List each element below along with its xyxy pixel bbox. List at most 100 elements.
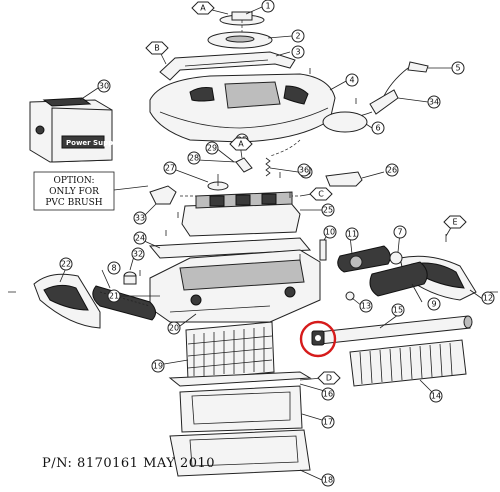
callout-8: 8 (107, 261, 121, 275)
callout-letter-b: B (145, 41, 169, 55)
part-18-basket-bottom (169, 429, 311, 477)
svg-text:E: E (452, 218, 457, 227)
svg-text:36: 36 (299, 166, 309, 175)
callout-20: 20 (167, 321, 181, 335)
part-22-side-panel-left (33, 273, 101, 329)
part-6-gasket (322, 111, 368, 133)
svg-text:7: 7 (397, 228, 402, 237)
svg-text:16: 16 (323, 390, 333, 399)
option-note-line-2: ONLY FOR (49, 187, 99, 197)
svg-text:25: 25 (323, 206, 333, 215)
part-28-motor-spring (235, 157, 253, 173)
callout-letter-a-mid: A (229, 137, 253, 151)
svg-text:4: 4 (349, 76, 354, 85)
svg-text:12: 12 (483, 294, 493, 303)
callout-17: 17 (321, 415, 335, 429)
svg-text:1: 1 (265, 2, 270, 11)
option-note-line-1: OPTION: (54, 176, 95, 186)
svg-text:30: 30 (99, 82, 109, 91)
callout-9: 9 (427, 297, 441, 311)
svg-text:20: 20 (169, 324, 179, 333)
callout-3: 3 (291, 45, 305, 59)
svg-text:8: 8 (111, 264, 116, 273)
callout-25: 25 (321, 203, 335, 217)
callout-5: 5 (451, 61, 465, 75)
part-26-clip (325, 171, 363, 187)
callout-32: 32 (131, 247, 145, 261)
callout-18: 18 (321, 473, 335, 487)
svg-text:B: B (154, 44, 160, 53)
callout-letter-e: E (443, 215, 467, 229)
part-36-spring (265, 157, 271, 177)
callout-19: 19 (151, 359, 165, 373)
part-24-frame (148, 237, 312, 259)
callout-30: 30 (97, 79, 111, 93)
part-8-track-left (92, 285, 156, 321)
svg-text:11: 11 (347, 230, 357, 239)
svg-text:D: D (326, 374, 332, 383)
callout-2: 2 (291, 29, 305, 43)
svg-text:15: 15 (393, 306, 403, 315)
part-14-brush (349, 339, 467, 387)
callout-28: 28 (187, 151, 201, 165)
callout-21: 21 (107, 289, 121, 303)
svg-text:17: 17 (323, 418, 333, 427)
letter-callouts: A A B C D E (145, 1, 467, 385)
part-4-top-cover (149, 73, 336, 143)
svg-text:22: 22 (61, 260, 71, 269)
callout-29: 29 (205, 141, 219, 155)
callout-13: 13 (359, 299, 373, 313)
callout-11: 11 (345, 227, 359, 241)
option-note-line-3: PVC BRUSH (45, 198, 102, 208)
callout-10: 10 (323, 225, 337, 239)
part-3-handle (159, 51, 296, 81)
callout-22: 22 (59, 257, 73, 271)
option-note-box: OPTION: ONLY FOR PVC BRUSH (33, 171, 149, 211)
part-2-plate (207, 31, 273, 49)
callout-33: 33 (133, 211, 147, 225)
part-33-bracket (149, 185, 177, 205)
svg-text:3: 3 (295, 48, 300, 57)
svg-text:18: 18 (323, 476, 333, 485)
callout-letter-a-top: A (191, 1, 215, 15)
screws (8, 68, 498, 293)
callout-1: 1 (261, 0, 275, 13)
part-10-pin (319, 239, 327, 261)
part-number-line: P/N: 8170161 MAY 2010 (42, 456, 216, 471)
callout-16: 16 (321, 387, 335, 401)
callout-24: 24 (133, 231, 147, 245)
callout-14: 14 (429, 389, 443, 403)
callout-bubbles: 1 2 3 4 5 6 7 8 9 10 11 12 13 14 15 16 1… (59, 0, 495, 487)
power-supply-label: Power Supply (66, 139, 120, 147)
part-15-axle (317, 315, 473, 345)
svg-text:2: 2 (295, 32, 300, 41)
svg-text:14: 14 (431, 392, 441, 401)
part-9-track-right (369, 261, 428, 297)
callout-letter-d: D (317, 371, 341, 385)
callout-letter-c: C (309, 187, 333, 201)
part-20-chassis (149, 249, 321, 323)
svg-text:28: 28 (189, 154, 199, 163)
svg-text:6: 6 (375, 124, 380, 133)
callout-6: 6 (371, 121, 385, 135)
part-7-wheel (389, 251, 403, 265)
part-25-motor-unit (181, 191, 301, 237)
callout-26: 26 (385, 163, 399, 177)
svg-text:27: 27 (165, 164, 175, 173)
part-27-impeller (207, 174, 229, 191)
svg-text:10: 10 (325, 228, 335, 237)
svg-text:33: 33 (135, 214, 145, 223)
svg-text:32: 32 (133, 250, 143, 259)
svg-text:21: 21 (109, 292, 119, 301)
svg-text:26: 26 (387, 166, 397, 175)
svg-text:9: 9 (431, 300, 436, 309)
callout-27: 27 (163, 161, 177, 175)
svg-text:C: C (318, 190, 324, 199)
callout-34: 34 (427, 95, 441, 109)
svg-text:5: 5 (455, 64, 460, 73)
svg-text:24: 24 (135, 234, 145, 243)
part-19-filter (185, 321, 275, 381)
svg-text:29: 29 (207, 144, 217, 153)
